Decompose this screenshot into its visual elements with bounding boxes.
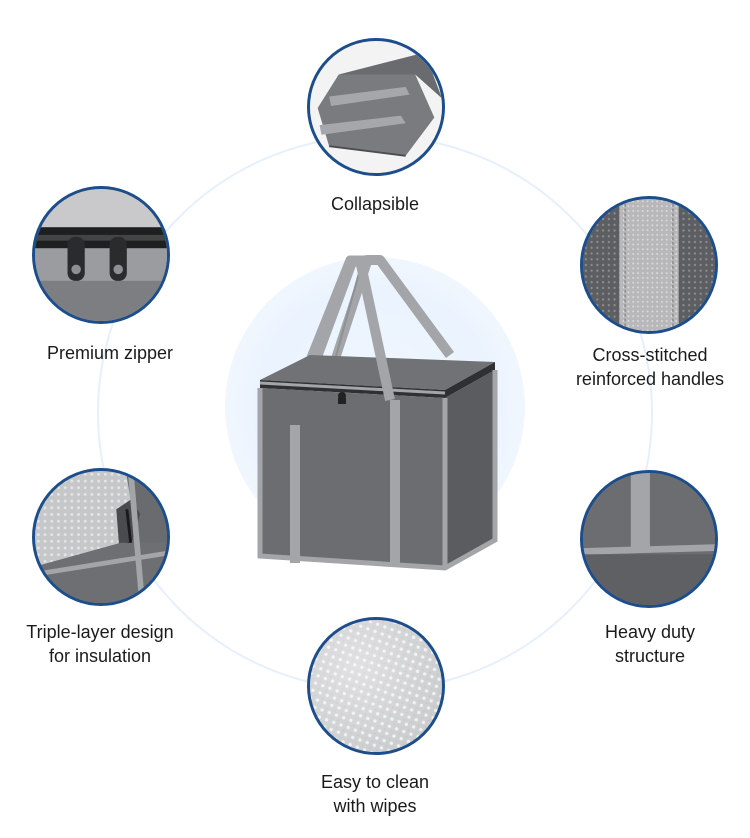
triple-layer-label: Triple-layer design for insulation bbox=[0, 620, 200, 668]
easy-clean-line1: Easy to clean bbox=[320, 772, 430, 792]
triple-layer-line2: for insulation bbox=[48, 646, 152, 666]
heavy-duty-line1: Heavy duty bbox=[604, 622, 696, 642]
heavy-duty-label: Heavy duty structure bbox=[550, 620, 750, 668]
fabric-strap-thumbnail-icon bbox=[580, 470, 718, 608]
cross-stitched-line1: Cross-stitched bbox=[592, 345, 708, 365]
collapsible-label: Collapsible bbox=[330, 194, 420, 214]
foil-lining-thumbnail-icon bbox=[307, 617, 445, 755]
insulation-layer-thumbnail-icon bbox=[32, 468, 170, 606]
cross-stitched-line2: reinforced handles bbox=[575, 369, 725, 389]
premium-zipper-label: Premium zipper bbox=[46, 343, 174, 363]
cross-stitched-label: Cross-stitched reinforced handles bbox=[550, 343, 750, 391]
triple-layer-line1: Triple-layer design bbox=[26, 622, 174, 642]
heavy-duty-line2: structure bbox=[614, 646, 686, 666]
tote-bag-icon bbox=[257, 255, 498, 571]
easy-clean-label: Easy to clean with wipes bbox=[275, 770, 475, 818]
folded-bag-thumbnail-icon bbox=[307, 38, 445, 176]
tote-bag-image bbox=[250, 250, 500, 580]
stitched-handle-thumbnail-icon bbox=[580, 196, 718, 334]
zipper-pulls-thumbnail-icon bbox=[32, 186, 170, 324]
easy-clean-line2: with wipes bbox=[333, 796, 417, 816]
